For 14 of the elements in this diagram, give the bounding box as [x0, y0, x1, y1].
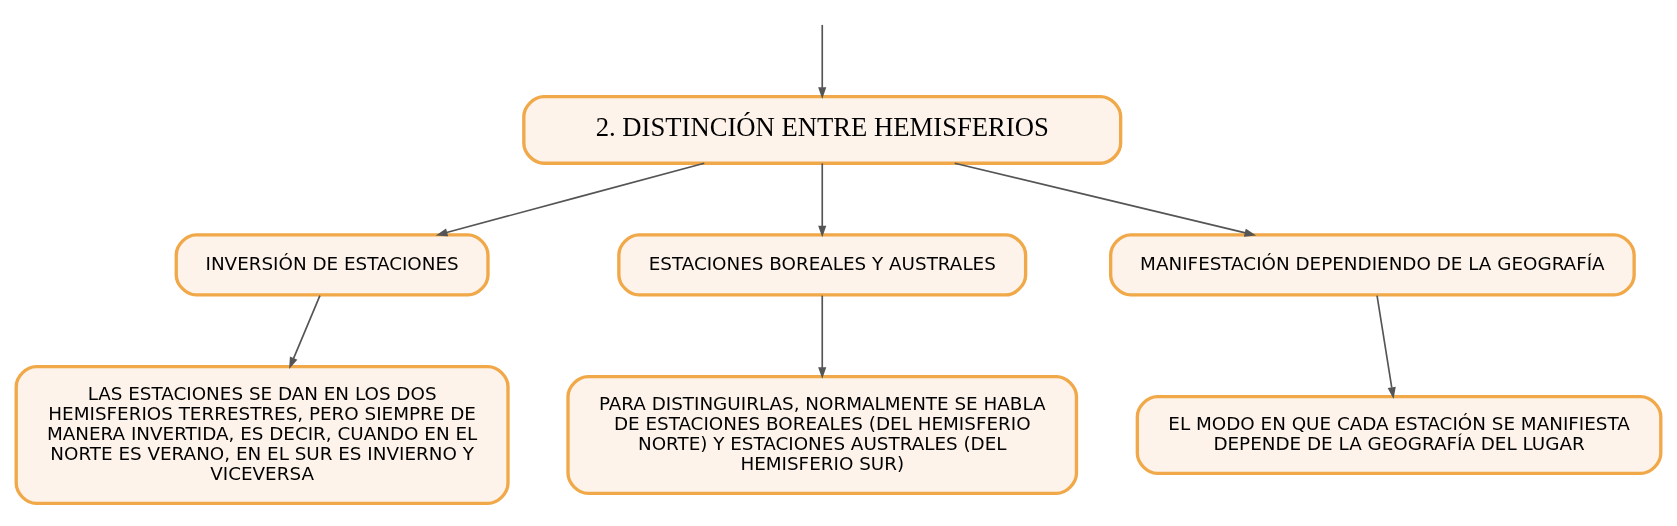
arrow	[818, 162, 827, 237]
node-box: 2. DISTINCIÓN ENTRE HEMISFERIOS	[522, 94, 1123, 165]
arrow	[435, 161, 706, 236]
arrow	[289, 294, 321, 369]
arrow	[1376, 294, 1396, 399]
arrow	[953, 161, 1257, 237]
arrow	[818, 294, 827, 379]
node-box: PARA DISTINGUIRLAS, NORMALMENTE SE HABLA DE ESTACIONES BOREALES (DEL HEMISFERIO NORTE) Y ESTACIONES AUSTRALES (DEL HEMISFERIO SUR)	[566, 374, 1079, 495]
node-box: EL MODO EN QUE CADA ESTACIÓN SE MANIFIESTA DEPENDE DE LA GEOGRAFÍA DEL LUGAR	[1135, 394, 1663, 475]
arrow	[818, 23, 827, 99]
node-box: LAS ESTACIONES SE DAN EN LOS DOS HEMISFERIOS TERRESTRES, PERO SIEMPRE DE MANERA INVERTIDA, ES DECIR, CUANDO EN EL NORTE ES VERANO, EN EL SUR ES INVIERNO Y VICEVERSA	[14, 364, 510, 505]
node-box: MANIFESTACIÓN DEPENDIENDO DE LA GEOGRAFÍA	[1109, 232, 1636, 297]
node-box: ESTACIONES BOREALES Y AUSTRALES	[617, 232, 1028, 297]
node-box: INVERSIÓN DE ESTACIONES	[174, 232, 490, 297]
